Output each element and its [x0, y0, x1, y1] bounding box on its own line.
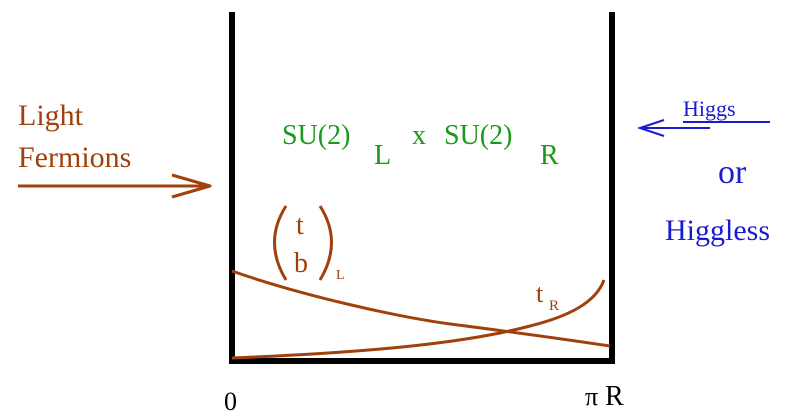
doublet-right-paren	[318, 205, 333, 281]
su2-right-base: SU(2)	[444, 120, 512, 151]
axis-right-tick-pi: π	[585, 382, 598, 411]
right-top-base: t	[536, 279, 544, 308]
su2-left-base: SU(2)	[282, 120, 350, 151]
higgs-label: Higgs	[683, 96, 736, 121]
or-label: or	[718, 154, 747, 191]
left-doublet-profile-curve	[231, 269, 611, 348]
su2-right-subscript: R	[540, 140, 559, 171]
axis-left-tick: 0	[224, 387, 237, 416]
times-symbol: x	[412, 120, 426, 151]
su2-left-subscript: L	[374, 140, 391, 171]
light-fermions-line2: Fermions	[18, 141, 131, 174]
higgless-label: Higgless	[665, 214, 770, 247]
light-fermions-arrow-head	[171, 173, 212, 199]
doublet-left-paren	[273, 205, 288, 281]
doublet-subscript: L	[336, 268, 345, 283]
right-top-profile-curve	[231, 279, 606, 360]
axis-right-tick-r: R	[605, 381, 624, 412]
right-top-subscript: R	[549, 298, 559, 314]
doublet-bottom-quark: b	[294, 248, 308, 279]
higgs-arrow-head	[636, 119, 665, 137]
doublet-top-quark: t	[296, 210, 304, 241]
light-fermions-line1: Light	[18, 99, 84, 132]
